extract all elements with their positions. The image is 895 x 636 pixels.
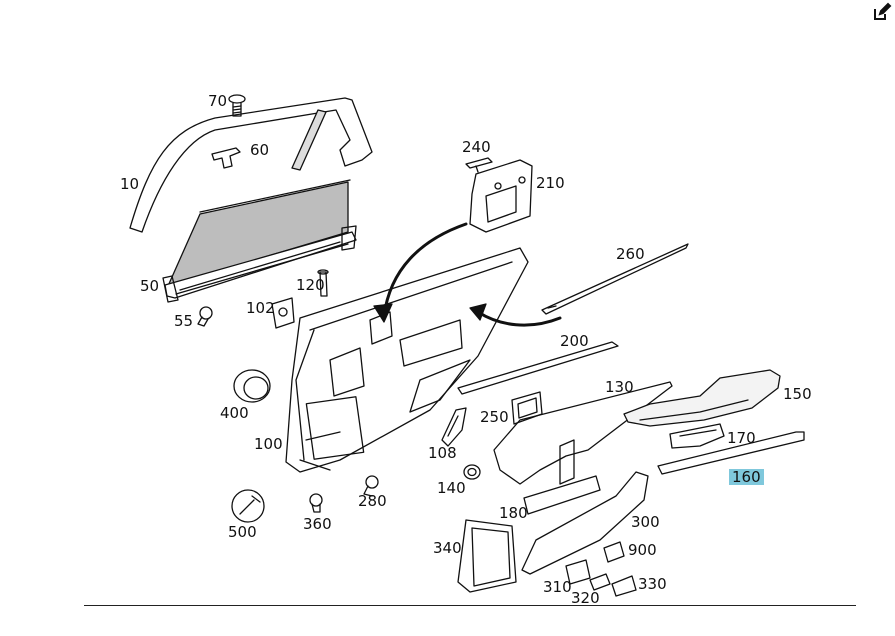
callout-60[interactable]: 60	[250, 141, 270, 159]
callout-340[interactable]: 340	[433, 539, 462, 557]
part-102-bracket[interactable]	[271, 297, 295, 329]
callout-400[interactable]: 400	[220, 404, 249, 422]
callout-320[interactable]: 320	[571, 589, 600, 607]
callout-310[interactable]: 310	[543, 578, 572, 596]
part-50-window-sunblind[interactable]	[162, 179, 357, 303]
part-400-speaker-ring[interactable]	[233, 369, 271, 403]
part-100-door-trim-panel[interactable]	[285, 247, 529, 473]
part-170-door-handle[interactable]	[669, 423, 725, 449]
assembly-arrow-2	[469, 303, 562, 327]
part-108-bezel[interactable]	[441, 407, 467, 447]
part-130-armrest-panel[interactable]	[493, 381, 673, 485]
part-60-clip[interactable]	[211, 147, 241, 169]
part-900-plug[interactable]	[603, 541, 625, 563]
callout-200[interactable]: 200	[560, 332, 589, 350]
bottom-divider	[84, 605, 856, 606]
part-300-lower-trim[interactable]	[521, 471, 649, 575]
part-500-wrench-symbol[interactable]	[231, 489, 265, 523]
callout-150[interactable]: 150	[783, 385, 812, 403]
callout-55[interactable]: 55	[174, 312, 194, 330]
part-180-door-pocket[interactable]	[523, 475, 601, 515]
callout-120[interactable]: 120	[296, 276, 325, 294]
part-340-speaker-grille[interactable]	[457, 519, 517, 593]
callout-280[interactable]: 280	[358, 492, 387, 510]
part-260-seal-strip[interactable]	[541, 243, 689, 315]
part-150-armrest-cover[interactable]	[623, 369, 781, 427]
part-320-bulb[interactable]	[589, 573, 611, 591]
callout-900[interactable]: 900	[628, 541, 657, 559]
callout-108[interactable]: 108	[428, 444, 457, 462]
part-200-trim-strip[interactable]	[457, 341, 619, 395]
part-330-light[interactable]	[611, 575, 637, 597]
callout-10[interactable]: 10	[120, 175, 140, 193]
callout-240[interactable]: 240	[462, 138, 491, 156]
part-210-mounting-bracket[interactable]	[469, 159, 533, 233]
part-140-nut[interactable]	[463, 464, 481, 480]
callout-250[interactable]: 250	[480, 408, 509, 426]
part-360-clip[interactable]	[309, 493, 323, 513]
callout-50[interactable]: 50	[140, 277, 160, 295]
callout-360[interactable]: 360	[303, 515, 332, 533]
part-240-clip[interactable]	[465, 157, 493, 173]
callout-130[interactable]: 130	[605, 378, 634, 396]
part-280-screw[interactable]	[363, 475, 379, 497]
callout-100[interactable]: 100	[254, 435, 283, 453]
edit-icon[interactable]	[872, 2, 892, 22]
assembly-arrow-1	[373, 222, 468, 323]
callout-330[interactable]: 330	[638, 575, 667, 593]
callout-170[interactable]: 170	[727, 429, 756, 447]
part-160-trim-strip[interactable]	[657, 431, 805, 475]
callout-102[interactable]: 102	[246, 299, 275, 317]
callout-210[interactable]: 210	[536, 174, 565, 192]
part-310-lamp[interactable]	[565, 559, 591, 585]
callout-140[interactable]: 140	[437, 479, 466, 497]
part-70-screw[interactable]	[228, 94, 246, 117]
part-250-switch-bezel[interactable]	[511, 391, 543, 425]
part-120-pin[interactable]	[317, 269, 329, 297]
callout-260[interactable]: 260	[616, 245, 645, 263]
part-55-screw[interactable]	[197, 306, 213, 327]
callout-300[interactable]: 300	[631, 513, 660, 531]
callout-500[interactable]: 500	[228, 523, 257, 541]
callout-180[interactable]: 180	[499, 504, 528, 522]
callout-160-highlighted[interactable]: 160	[729, 469, 764, 485]
callout-70[interactable]: 70	[208, 92, 228, 110]
part-10-window-frame-trim[interactable]	[129, 97, 373, 233]
